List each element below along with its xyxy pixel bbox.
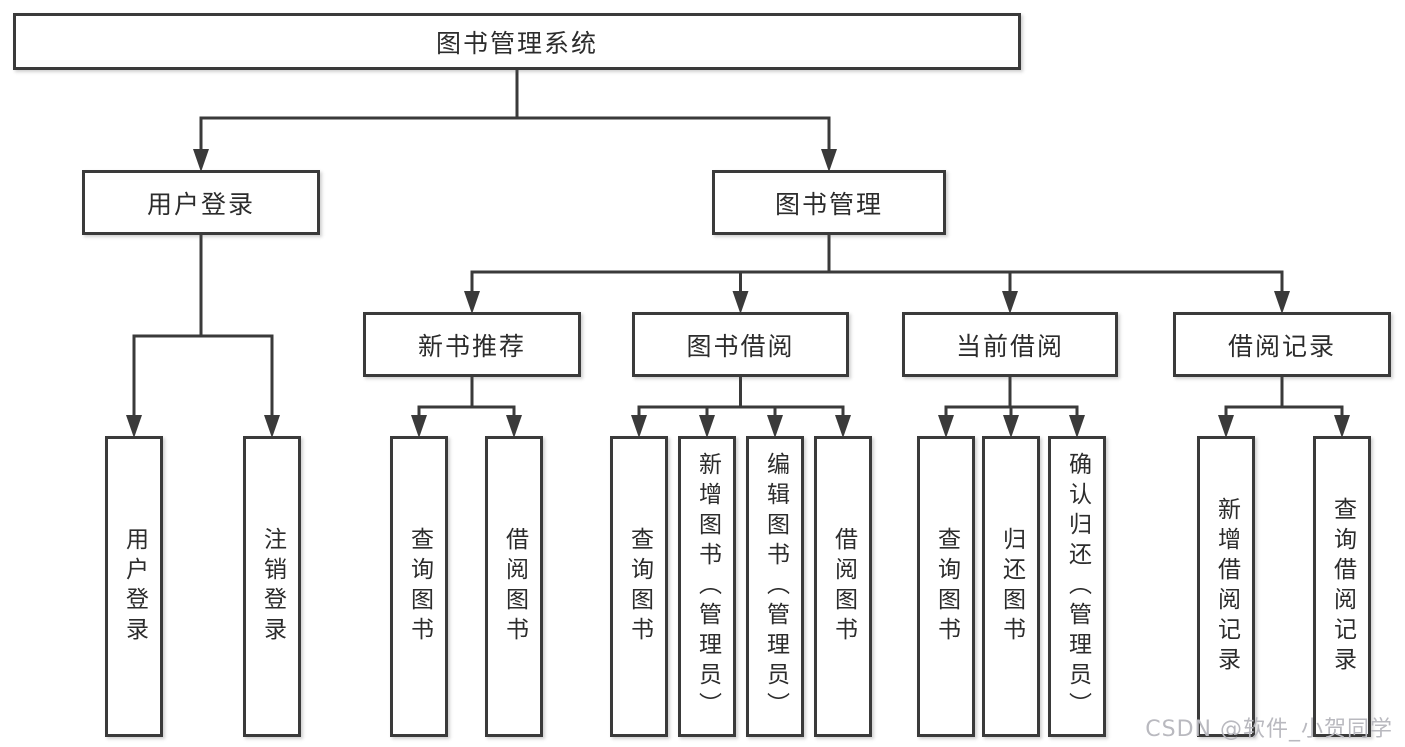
node-leaf-query-record: 查询借阅记录 [1313,436,1371,737]
node-label-leaf-add-record: 新增借阅记录 [1213,496,1240,677]
node-new-book-rec: 新书推荐 [363,312,581,377]
arrowhead-icon [126,415,142,438]
node-label-leaf-logout: 注销登录 [259,526,286,647]
node-book-mgmt: 图书管理 [712,170,946,235]
arrowhead-icon [767,415,783,438]
node-leaf-logout: 注销登录 [243,436,301,737]
node-label-leaf-query-book-2: 查询图书 [626,526,653,647]
watermark: CSDN @软件_小贺同学 [1145,717,1393,742]
node-leaf-confirm-return: 确认归还（管理员） [1048,436,1106,737]
node-label-book-mgmt: 图书管理 [774,189,883,219]
arrowhead-icon [835,415,851,438]
node-label-root: 图书管理系统 [435,28,598,58]
node-leaf-add-record: 新增借阅记录 [1197,436,1255,737]
node-leaf-edit-book: 编辑图书（管理员） [746,436,804,737]
node-label-leaf-borrow-book-2: 借阅图书 [830,526,857,647]
node-label-leaf-query-book-3: 查询图书 [933,526,960,647]
node-user-login: 用户登录 [82,170,320,235]
node-root: 图书管理系统 [13,13,1021,70]
arrowhead-icon [1003,415,1019,438]
node-leaf-add-book: 新增图书（管理员） [678,436,736,737]
node-current-borrow: 当前借阅 [902,312,1118,377]
node-leaf-query-book-1: 查询图书 [390,436,448,737]
node-borrow-records: 借阅记录 [1173,312,1391,377]
arrowhead-icon [1002,291,1018,314]
arrowhead-icon [732,291,749,314]
node-leaf-query-book-2: 查询图书 [610,436,668,737]
node-label-leaf-query-book-1: 查询图书 [406,526,433,647]
node-book-borrow: 图书借阅 [632,312,849,377]
node-label-new-book-rec: 新书推荐 [417,331,526,361]
node-leaf-borrow-book-2: 借阅图书 [814,436,872,737]
node-label-user-login: 用户登录 [146,189,255,219]
arrowhead-icon [1274,291,1290,314]
node-leaf-return-book: 归还图书 [982,436,1040,737]
arrowhead-icon [1218,415,1234,438]
node-leaf-query-book-3: 查询图书 [917,436,975,737]
arrowhead-icon [631,415,647,438]
arrowhead-icon [506,415,522,438]
node-label-leaf-edit-book: 编辑图书（管理员） [762,451,789,722]
arrowhead-icon [699,415,715,438]
arrowhead-icon [938,415,954,438]
node-label-book-borrow: 图书借阅 [686,331,795,361]
arrowhead-icon [464,291,480,314]
node-label-leaf-return-book: 归还图书 [998,526,1025,647]
node-leaf-user-login: 用户登录 [105,436,163,737]
arrowhead-icon [1069,415,1085,438]
node-label-leaf-user-login: 用户登录 [121,526,148,647]
node-label-current-borrow: 当前借阅 [955,331,1064,361]
node-label-leaf-add-book: 新增图书（管理员） [694,451,721,722]
arrowhead-icon [821,149,837,172]
arrowhead-icon [264,415,280,438]
node-label-borrow-records: 借阅记录 [1227,331,1336,361]
node-label-leaf-confirm-return: 确认归还（管理员） [1064,451,1091,722]
arrowhead-icon [193,149,209,172]
arrowhead-icon [411,415,427,438]
node-leaf-borrow-book-1: 借阅图书 [485,436,543,737]
arrowhead-icon [1334,415,1350,438]
node-label-leaf-query-record: 查询借阅记录 [1329,496,1356,677]
node-label-leaf-borrow-book-1: 借阅图书 [501,526,528,647]
